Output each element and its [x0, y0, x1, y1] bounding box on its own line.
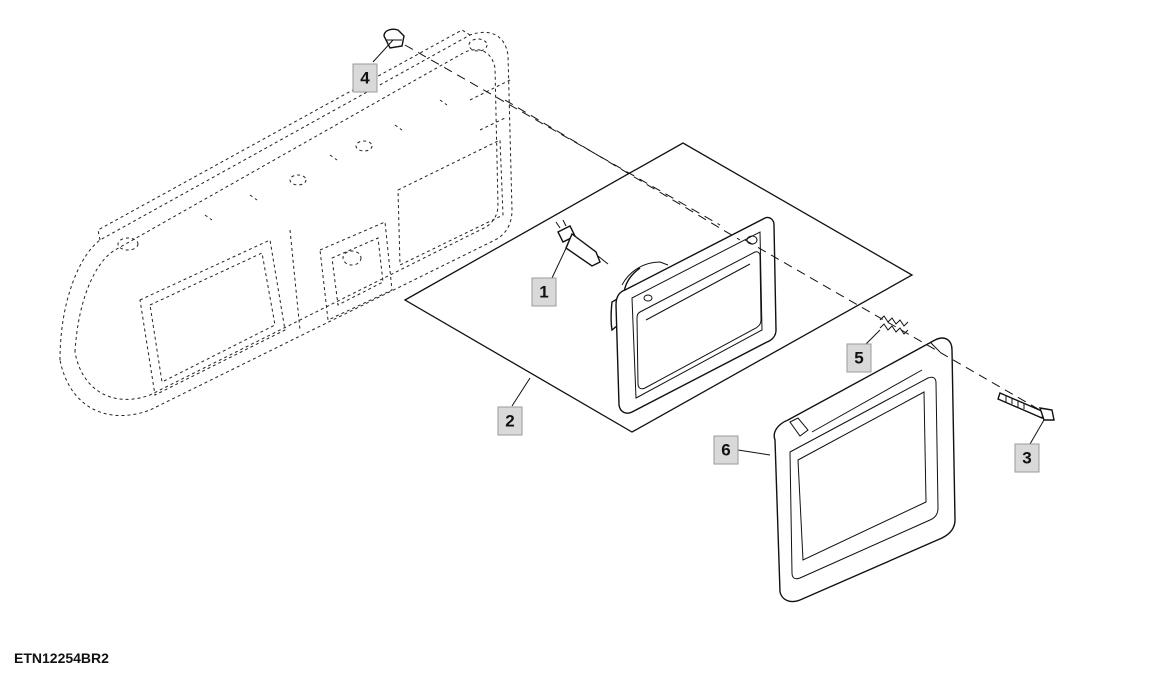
callout-2-label: 2	[505, 412, 514, 431]
callout-4: 4	[352, 63, 378, 93]
callout-2: 2	[497, 406, 523, 436]
spring-part	[879, 315, 909, 335]
callout-5-label: 5	[854, 349, 863, 368]
headlamp-unit	[610, 216, 777, 414]
assembly-lines	[404, 44, 1041, 411]
callout-5: 5	[846, 343, 872, 373]
bulb-part	[555, 219, 609, 267]
callout-6: 6	[713, 435, 739, 465]
callout-3-label: 3	[1022, 449, 1031, 468]
front-housing-ghost	[59, 29, 513, 417]
screw-part	[997, 392, 1055, 421]
callout-1: 1	[531, 277, 557, 307]
callout-3: 3	[1014, 443, 1040, 473]
callout-4-label: 4	[360, 69, 370, 88]
bezel-frame	[773, 337, 956, 603]
figure-identifier: ETN12254BR2	[14, 650, 109, 666]
leader-lines	[372, 39, 1045, 456]
callout-1-label: 1	[539, 283, 548, 302]
mounting-plane	[403, 142, 914, 433]
callout-6-label: 6	[721, 441, 730, 460]
clip-part	[383, 28, 405, 49]
